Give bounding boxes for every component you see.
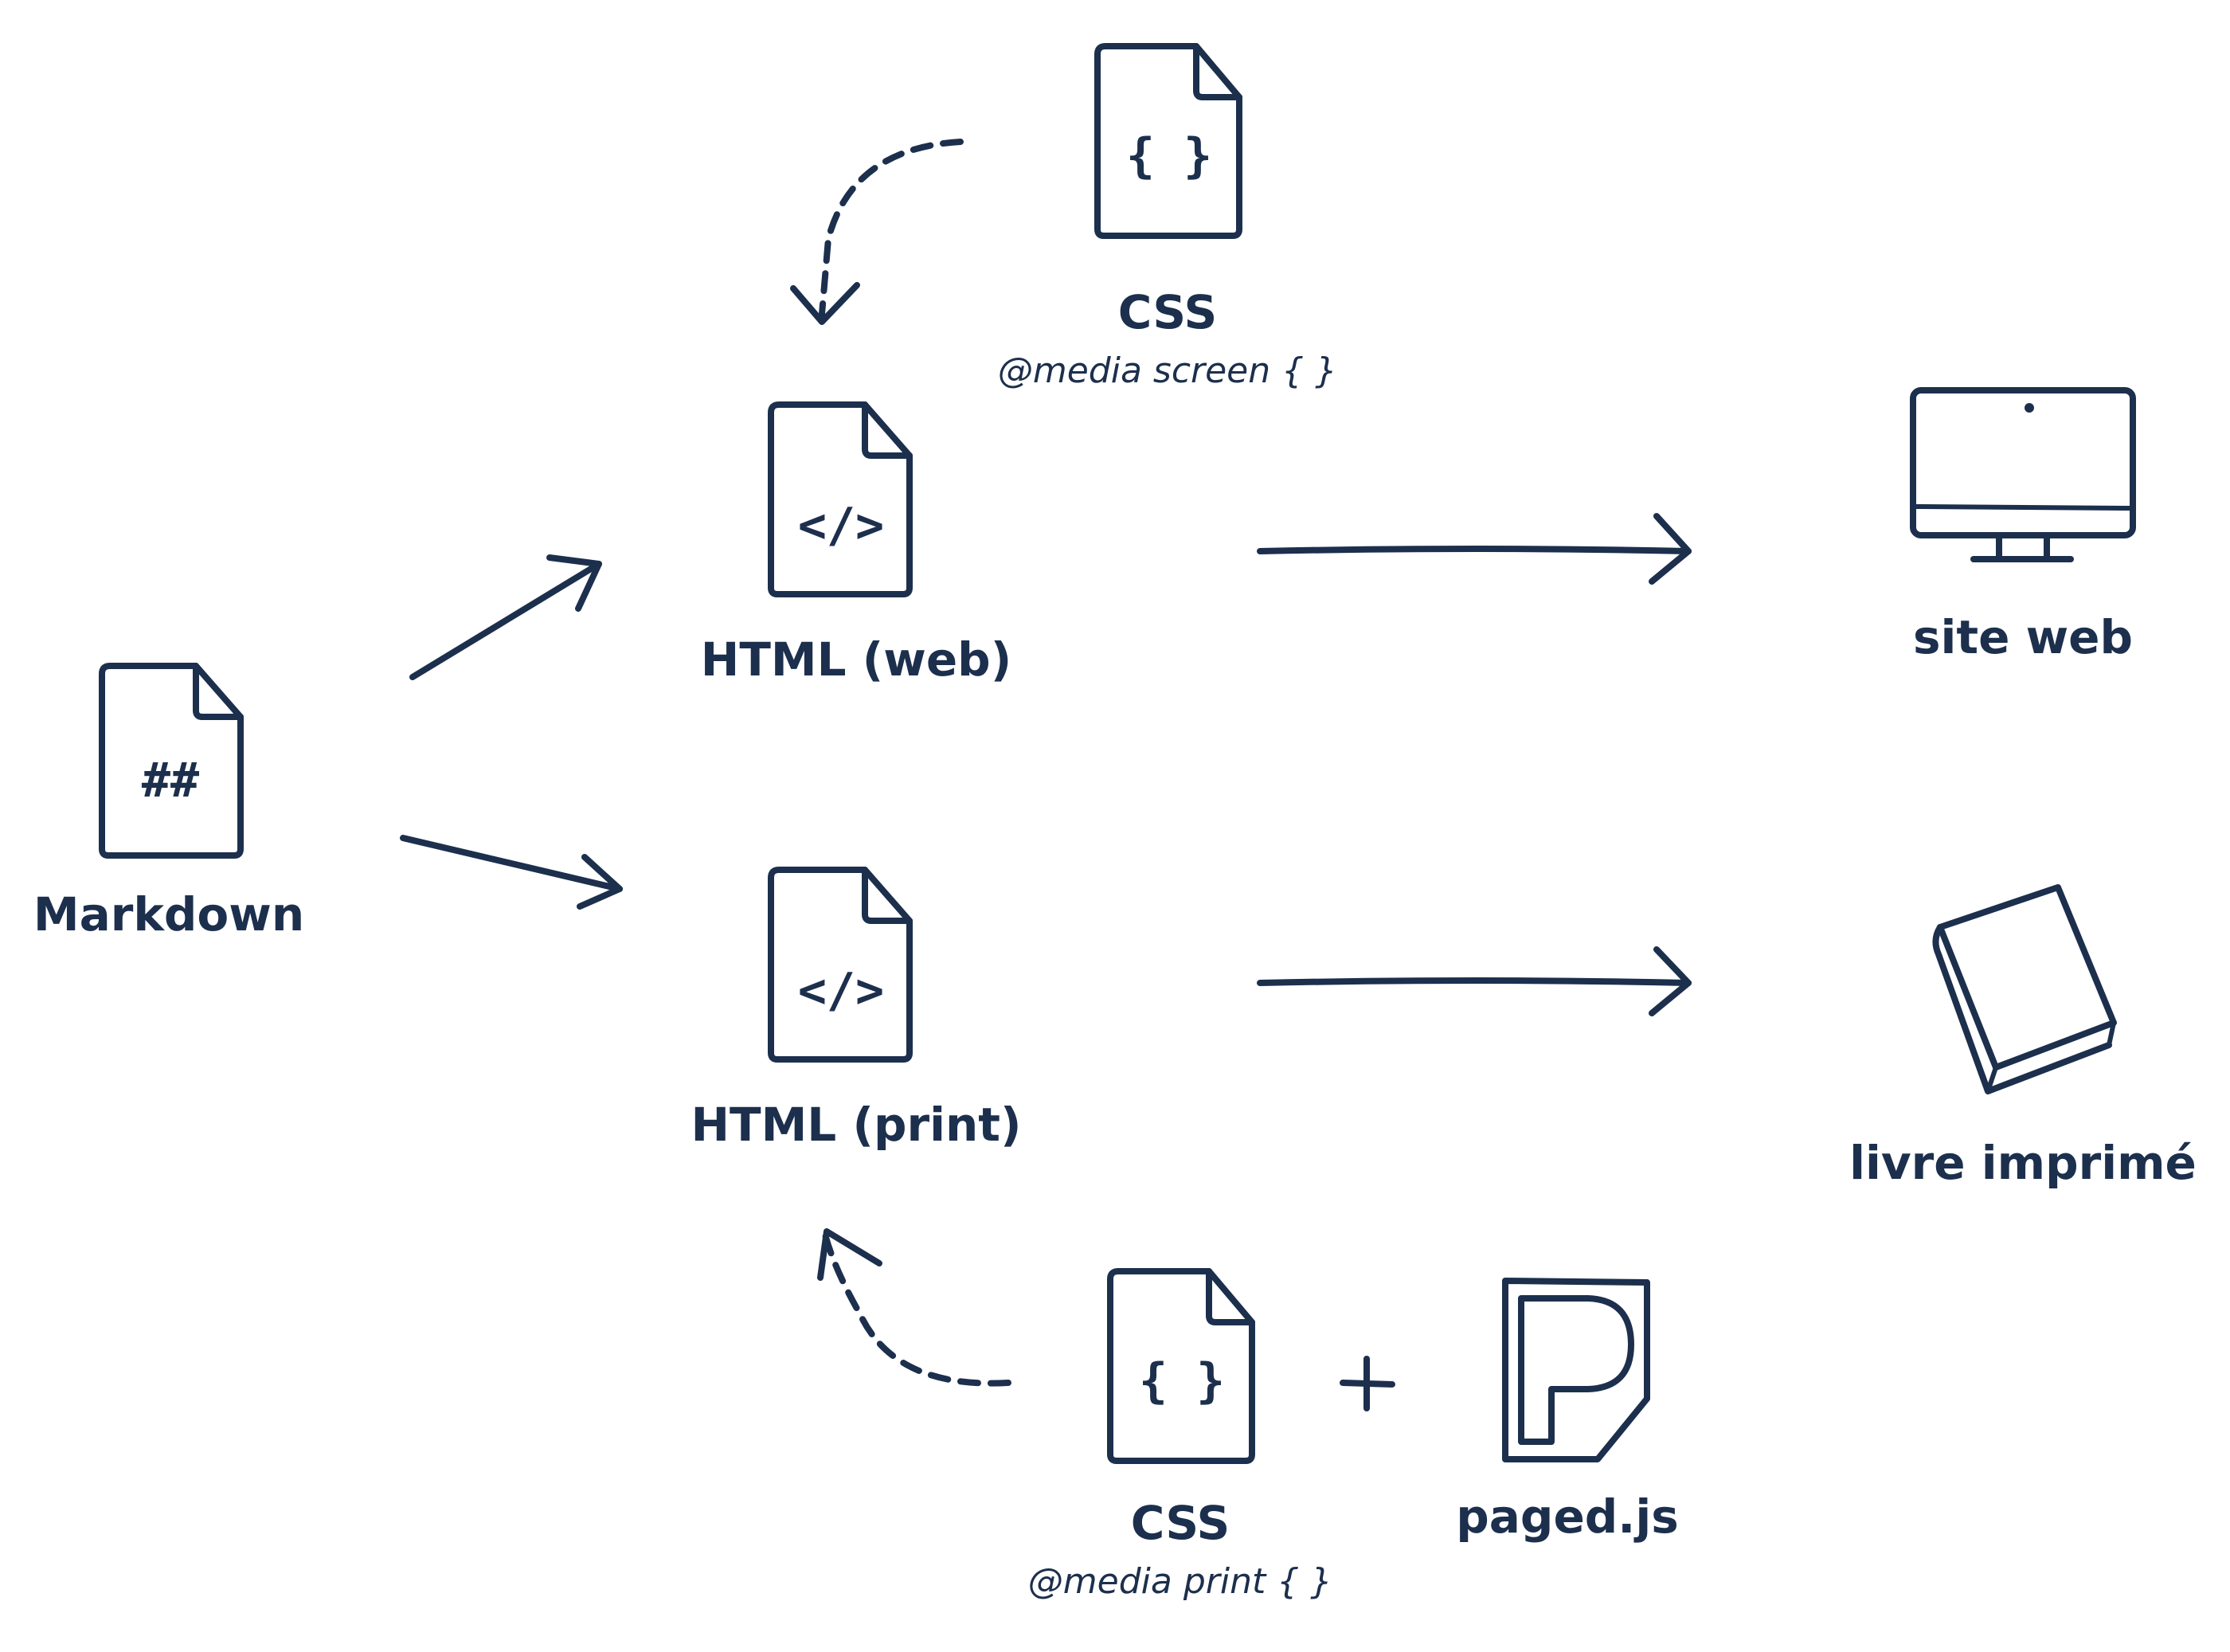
- css-screen-glyph: { }: [1126, 128, 1212, 184]
- css-screen-file-icon: { }: [1094, 43, 1242, 239]
- css-print-label: CSS: [1131, 1496, 1230, 1550]
- markdown-node: ## Markdown: [33, 663, 304, 941]
- markdown-label: Markdown: [33, 887, 304, 941]
- markdown-glyph: ##: [142, 753, 199, 808]
- arrow-css-print-to-html-print: [817, 1228, 1011, 1387]
- html-print-label: HTML (print): [691, 1098, 1021, 1152]
- site-web-label: site web: [1913, 610, 2133, 664]
- arrow-html-web-to-site-web: [1257, 513, 1692, 585]
- css-screen-label: CSS: [1118, 285, 1218, 339]
- book-icon: [1932, 884, 2117, 1094]
- arrow-html-print-to-livre: [1257, 946, 1692, 1016]
- livre-label: livre imprimé: [1849, 1136, 2197, 1190]
- arrow-markdown-to-html-web: [409, 554, 602, 680]
- arrow-css-screen-to-html-web: [790, 139, 964, 325]
- monitor-icon: [1910, 387, 2136, 562]
- html-web-label: HTML (web): [701, 632, 1011, 687]
- markdown-file-icon: ##: [99, 663, 244, 859]
- pagedjs-logo-icon: [1502, 1278, 1650, 1462]
- pagedjs-label: paged.js: [1456, 1490, 1678, 1544]
- html-web-node: </> HTML (web): [701, 401, 1011, 687]
- html-print-node: </> HTML (print): [691, 867, 1022, 1152]
- html-web-file-icon: </>: [768, 401, 913, 597]
- site-web-node: site web: [1910, 387, 2136, 664]
- css-print-sublabel: @media print { }: [1028, 1561, 1332, 1602]
- html-print-file-icon: </>: [768, 867, 913, 1063]
- css-print-node: { } CSS @media print { }: [1028, 1268, 1332, 1602]
- css-screen-node: { } CSS @media screen { }: [998, 43, 1337, 391]
- html-web-glyph: </>: [798, 498, 884, 554]
- css-print-glyph: { }: [1139, 1353, 1225, 1409]
- plus-sign: [1340, 1356, 1395, 1411]
- html-print-glyph: </>: [798, 963, 884, 1019]
- css-print-file-icon: { }: [1107, 1268, 1255, 1464]
- pagedjs-node: paged.js: [1456, 1278, 1679, 1544]
- livre-node: livre imprimé: [1849, 884, 2197, 1190]
- arrow-markdown-to-html-print: [400, 835, 623, 910]
- css-screen-sublabel: @media screen { }: [998, 350, 1337, 391]
